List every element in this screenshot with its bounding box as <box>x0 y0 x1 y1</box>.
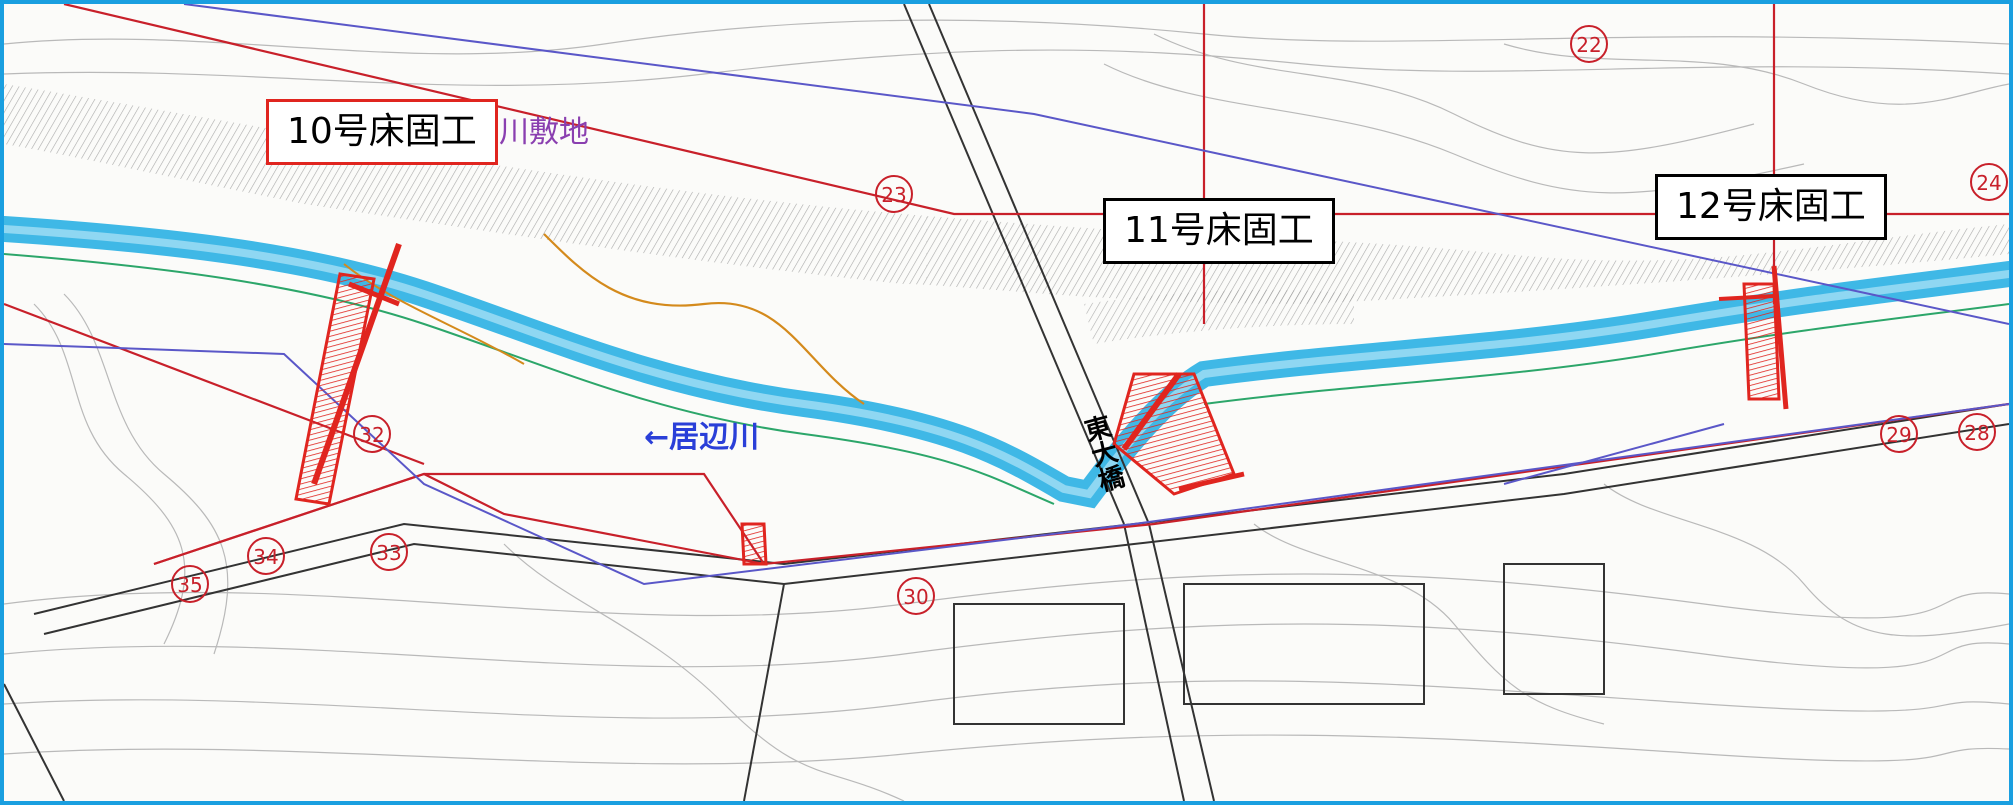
svg-text:35: 35 <box>177 573 202 597</box>
boundary-blue-lines <box>4 4 2009 586</box>
marker-33: 33 <box>370 533 408 571</box>
weir-12-callout: 12号床固工 <box>1655 174 1887 240</box>
marker-23: 23 <box>875 175 913 213</box>
marker-22: 22 <box>1570 25 1608 63</box>
marker-30: 30 <box>897 577 935 615</box>
topographic-map: 22 23 24 29 28 32 33 34 <box>4 4 2009 801</box>
svg-text:28: 28 <box>1964 421 1989 445</box>
marker-24: 24 <box>1970 163 2008 201</box>
svg-text:33: 33 <box>376 541 401 565</box>
slope-hatching <box>4 84 2009 344</box>
marker-32: 32 <box>353 415 391 453</box>
svg-text:22: 22 <box>1576 33 1601 57</box>
svg-text:23: 23 <box>881 183 906 207</box>
svg-text:29: 29 <box>1886 423 1911 447</box>
marker-34: 34 <box>247 537 285 575</box>
weir-structure-small <box>740 522 768 566</box>
svg-text:34: 34 <box>253 545 278 569</box>
contour-lines <box>4 19 2009 801</box>
svg-text:30: 30 <box>903 585 928 609</box>
river-channel <box>4 216 2009 509</box>
weir-structure-12 <box>1718 265 1789 410</box>
weir-structure-11 <box>1112 372 1245 496</box>
svg-text:24: 24 <box>1976 171 2001 195</box>
weir-11-callout: 11号床固工 <box>1103 198 1335 264</box>
marker-29: 29 <box>1880 415 1918 453</box>
weir-10-callout: 10号床固工 <box>266 99 498 165</box>
marker-35: 35 <box>171 565 209 603</box>
weir-structure-10 <box>294 242 402 506</box>
river-name-label: ←居辺川 <box>644 420 759 455</box>
svg-text:32: 32 <box>359 423 384 447</box>
marker-28: 28 <box>1958 413 1996 451</box>
